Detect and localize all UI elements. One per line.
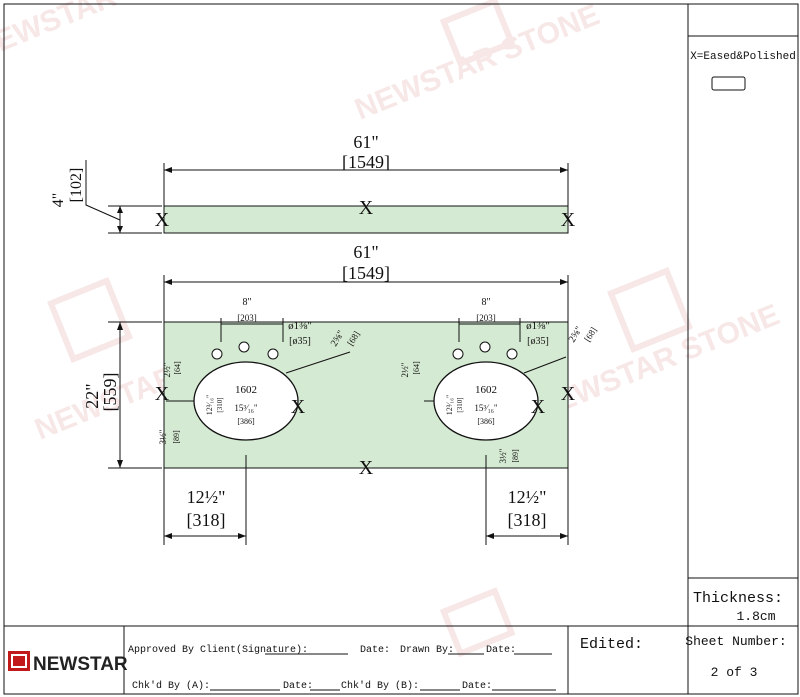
bowl-depth-mm: [310] (216, 397, 224, 412)
watermark-logo (47, 0, 693, 658)
countertop-length-in: 61" (353, 242, 378, 262)
thickness-value: 1.8cm (736, 609, 775, 624)
edge-mark: X (155, 383, 170, 405)
faucet-spread-mm: [203] (237, 313, 257, 323)
company-logo: NEWSTAR (8, 651, 128, 675)
sink-edge-mark: X (291, 396, 306, 418)
date-label: Date: (360, 645, 390, 656)
edge-key-label: X=Eased&Polished (690, 51, 796, 63)
bowl-depth-in: 12³⁄₁₆" (445, 395, 454, 416)
faucet-hole (452, 348, 464, 360)
center-offset-mm: [318] (187, 510, 226, 530)
countertop-length-mm: [1549] (342, 263, 390, 283)
sink-cutout-right: 8" [203] ø1⅜" [ø35] 2⅝" [68] 2½" [64] 3½… (400, 297, 599, 545)
side-gap-mm: [64] (412, 361, 421, 375)
sheet-number-label: Sheet Number: (685, 634, 786, 649)
chkd-b-label: Chk'd By (B): (341, 680, 419, 692)
backsplash-length-in: 61" (353, 132, 378, 152)
bowl-width-mm: [386] (237, 417, 255, 426)
front-gap-in: 3½" (498, 448, 508, 463)
date-label: Date: (486, 645, 516, 656)
center-offset-mm: [318] (508, 510, 547, 530)
hole-diameter-in: ø1⅜" (288, 320, 312, 332)
hole-diameter-mm: [ø35] (527, 336, 549, 347)
backsplash-slab (163, 205, 569, 234)
drawn-label: Drawn By: (400, 645, 454, 656)
front-gap-mm: [89] (172, 430, 181, 444)
sink-cutout-left: 8" [203] ø1⅜" [ø35] 2⅝" [68] 2½" [64] 3½… (158, 297, 362, 545)
chkd-a-label: Chk'd By (A): (132, 680, 210, 692)
backsplash-height-mm: [102] (68, 168, 85, 203)
bowl-depth-mm: [310] (456, 397, 464, 412)
center-offset-in: 12½" (508, 487, 547, 507)
bowl-width-in: 15³⁄₁₆" (234, 403, 257, 413)
sheet-frame (3, 3, 799, 695)
edge-mark: X (359, 457, 374, 479)
thickness-label: Thickness: (693, 590, 783, 607)
company-name: NEWSTAR (33, 654, 128, 675)
side-gap-in: 2½" (400, 362, 410, 377)
setback-in: 2⅝" (567, 325, 585, 345)
backsplash-length-mm: [1549] (342, 152, 390, 172)
faucet-spread-in: 8" (481, 297, 490, 308)
faucet-hole (211, 348, 223, 360)
countertop-depth-mm: [559] (100, 373, 120, 412)
center-offset-in: 12½" (187, 487, 226, 507)
edge-mark: X (561, 209, 576, 231)
date-label: Date: (462, 681, 492, 692)
side-gap-mm: [64] (173, 361, 182, 375)
backsplash: 61" [1549] 4" [102] X X X (50, 132, 576, 234)
faucet-hole (238, 341, 250, 353)
side-gap-in: 2½" (162, 362, 172, 377)
sink-model: 1602 (475, 384, 497, 396)
faucet-spread-in: 8" (242, 297, 251, 308)
front-gap-mm: [89] (511, 449, 520, 463)
faucet-hole (479, 341, 491, 353)
edge-mark: X (561, 383, 576, 405)
sink-model: 1602 (235, 384, 257, 396)
bowl-width-mm: [386] (477, 417, 495, 426)
hole-diameter-mm: [ø35] (289, 336, 311, 347)
hole-diameter-in: ø1⅜" (526, 320, 550, 332)
faucet-hole (267, 348, 279, 360)
edge-mark: X (359, 197, 374, 219)
countertop-depth-in: 22" (82, 383, 102, 408)
faucet-hole (506, 348, 518, 360)
backsplash-height-in: 4" (50, 193, 67, 208)
edge-mark: X (155, 209, 170, 231)
setback-mm: [68] (582, 325, 598, 343)
faucet-spread-mm: [203] (476, 313, 496, 323)
approved-label: Approved By Client(Signature): (128, 644, 308, 656)
sink-edge-mark: X (531, 396, 546, 418)
watermark-text: NEWSTAR STONE (350, 0, 604, 126)
bowl-depth-in: 12³⁄₁₆" (205, 395, 214, 416)
sheet-number-value: 2 of 3 (711, 665, 758, 680)
date-label: Date: (283, 681, 313, 692)
edge-key-swatch (711, 76, 746, 91)
bowl-width-in: 15³⁄₁₆" (474, 403, 497, 413)
edited-label: Edited: (580, 636, 643, 653)
watermark-text: NEWSTAR STONE (0, 0, 224, 66)
front-gap-in: 3½" (158, 429, 168, 444)
countertop: 61" [1549] 22" [559] X X X 8" [203] ø1⅜"… (82, 242, 599, 545)
